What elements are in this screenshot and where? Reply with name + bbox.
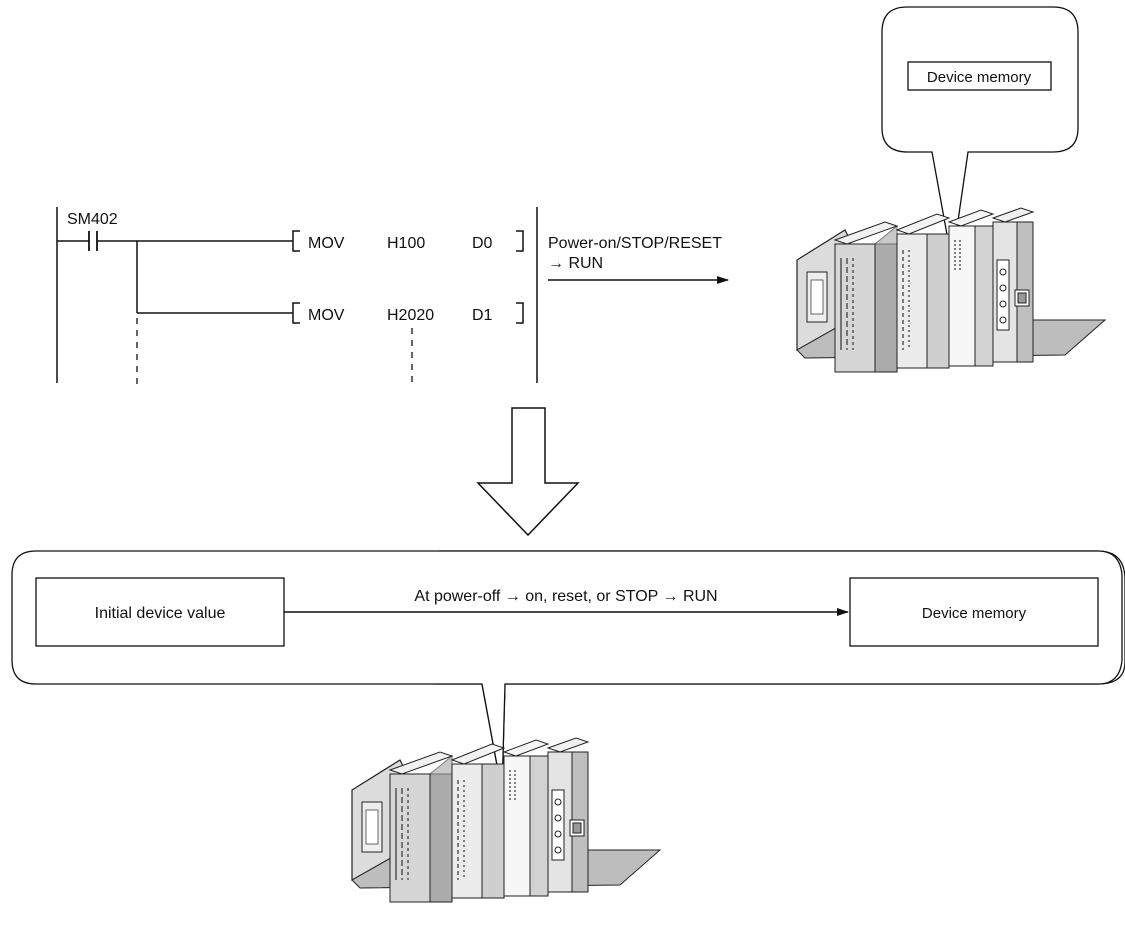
contact-label: SM402	[67, 211, 118, 228]
trigger-label-line2: → RUN	[548, 255, 603, 272]
target-device-memory-label: Device memory	[922, 605, 1027, 622]
source-operand: H2020	[387, 307, 434, 324]
instruction: MOV	[308, 235, 345, 252]
dest-operand: D0	[472, 235, 493, 252]
top-callout: Device memory	[881, 6, 1079, 263]
plc-unit-icon	[796, 207, 1106, 373]
instruction: MOV	[308, 307, 345, 324]
device-memory-label: Device memory	[927, 69, 1032, 86]
initial-device-value-label: Initial device value	[95, 605, 226, 622]
ladder-row-2: MOV H2020 D1	[292, 302, 524, 385]
ladder-program: SM402 MOV H100 D0 MOV H2020 D1	[56, 207, 538, 385]
flow-label: At power-off → on, reset, or STOP → RUN	[414, 588, 717, 605]
trigger-label-line1: Power-on/STOP/RESET	[548, 235, 722, 252]
trigger-annotation: Power-on/STOP/RESET → RUN	[548, 235, 729, 284]
source-operand: H100	[387, 235, 425, 252]
dest-operand: D1	[472, 307, 493, 324]
ladder-row-1: MOV H100 D0	[292, 230, 524, 252]
bottom-panel: Initial device value At power-off → on, …	[11, 550, 1125, 793]
target-device-memory-box	[849, 577, 1099, 647]
initial-device-value-box	[35, 577, 285, 647]
plc-unit-icon	[351, 737, 661, 903]
down-arrow-icon	[476, 407, 580, 537]
device-memory-box	[907, 61, 1052, 91]
